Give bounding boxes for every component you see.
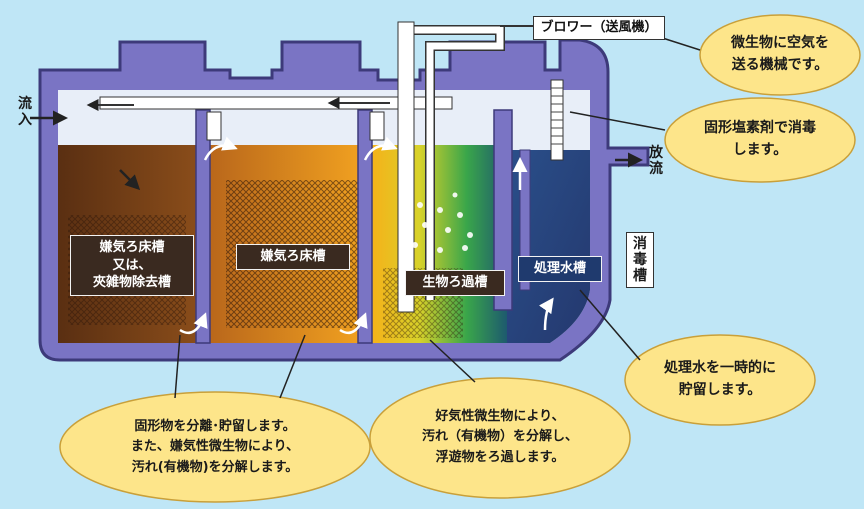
- anaerobic-callout-bubble: [59, 391, 371, 503]
- aerobic-callout: 好気性微生物により、 汚れ（有機物）を分解し、 浮遊物をろ過します。: [421, 409, 578, 465]
- blower-callout: 微生物に空気を 送る機械です。: [731, 35, 829, 73]
- chlorine-callout-bubble: [664, 97, 856, 183]
- treated-water-label: 処理水槽: [518, 256, 602, 282]
- anaerobic-callout: 固形物を分離･貯留します。 また、嫌気性微生物により、 汚れ(有機物)を分解しま…: [130, 419, 300, 475]
- blower-callout-bubble: [699, 14, 861, 96]
- aerobic-callout-bubble: [369, 377, 631, 499]
- biofilter-label: 生物ろ過槽: [405, 270, 505, 296]
- outflow-label: 放 流: [649, 145, 663, 178]
- anaerobic-chamber-2-label: 嫌気ろ床槽: [236, 244, 350, 270]
- treated-callout: 処理水を一時的に 貯留します。: [664, 360, 776, 398]
- chlorine-callout: 固形塩素剤で消毒 します。: [704, 120, 816, 158]
- treated-callout-bubble: [624, 334, 816, 426]
- disinfection-label: 消 毒 槽: [626, 232, 654, 289]
- blower-label: ブロワー（送風機）: [533, 16, 665, 40]
- anaerobic-chamber-1-label: 嫌気ろ床槽 又は、 夾雑物除去槽: [70, 235, 194, 296]
- inflow-label: 流 入: [18, 96, 32, 129]
